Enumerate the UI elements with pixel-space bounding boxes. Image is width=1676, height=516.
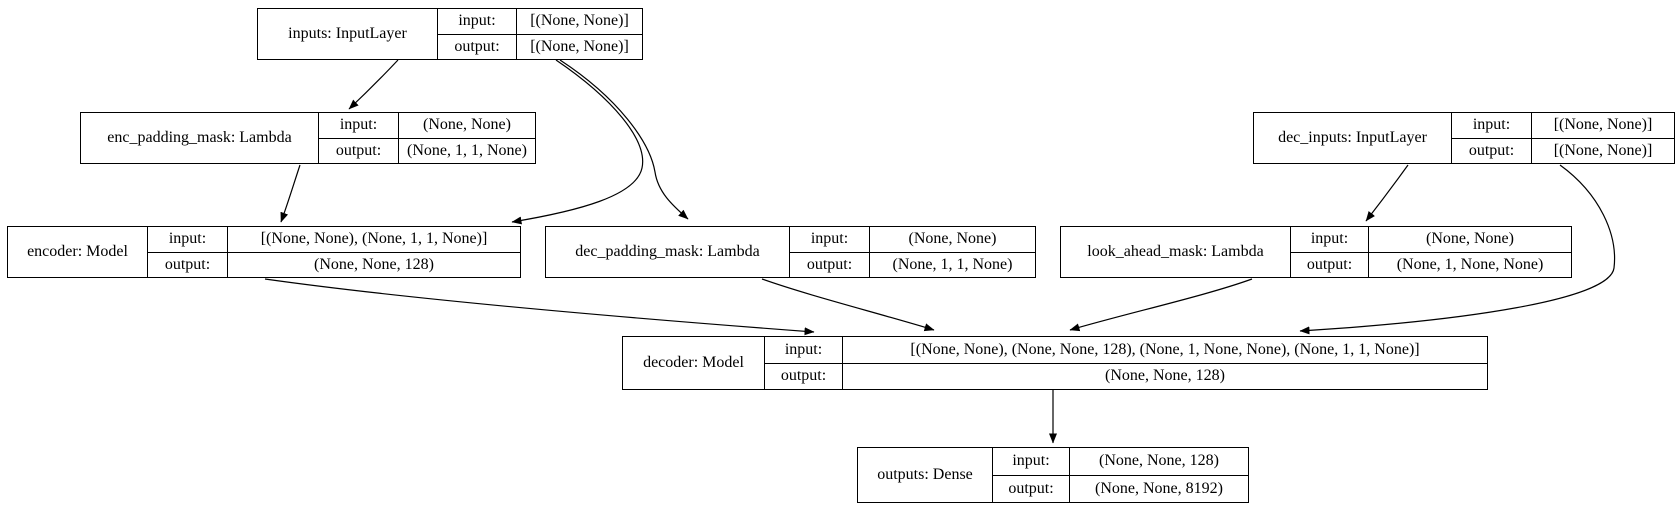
output-shape: [(None, None)] <box>530 37 629 55</box>
node-look_ahead_mask: look_ahead_mask: Lambda input: output: (… <box>1060 226 1572 278</box>
edge-dec_inputs-to-look_ahead_mask <box>1365 164 1409 222</box>
edge-inputs-to-enc_padding_mask <box>348 59 399 110</box>
input-label: input: <box>1291 227 1368 253</box>
node-title: decoder: Model <box>623 337 765 389</box>
edge-dec_inputs-to-decoder <box>1299 164 1616 335</box>
input-shape: [(None, None), (None, None, 128), (None,… <box>843 337 1487 364</box>
input-label: input: <box>993 448 1069 476</box>
edge-inputs-to-dec_padding_mask <box>559 59 689 220</box>
input-shape: (None, None) <box>399 113 535 139</box>
input-label: input: <box>319 113 398 139</box>
input-shape: (None, None, 128) <box>1070 448 1248 476</box>
output-shape: (None, 1, None, None) <box>1396 255 1544 273</box>
output-label: output: <box>806 255 853 273</box>
output-shape: (None, 1, 1, None) <box>407 141 527 159</box>
edge-encoder-to-decoder <box>264 278 815 336</box>
input-shape: [(None, None), (None, 1, 1, None)] <box>228 227 520 253</box>
input-label: input: <box>438 9 516 35</box>
edge-dec_padding_mask-to-decoder <box>761 278 935 332</box>
node-outputs: outputs: Dense input: output: (None, Non… <box>857 447 1249 503</box>
node-title: dec_inputs: InputLayer <box>1254 113 1452 163</box>
output-label: output: <box>1008 479 1054 497</box>
output-shape: (None, None, 128) <box>1105 367 1225 385</box>
input-label: input: <box>1452 113 1531 139</box>
node-title: look_ahead_mask: Lambda <box>1061 227 1291 277</box>
input-shape: [(None, None)] <box>1532 113 1674 139</box>
node-title: outputs: Dense <box>858 448 993 502</box>
input-label: input: <box>765 337 842 364</box>
edge-inputs-to-encoder <box>511 59 644 225</box>
node-decoder: decoder: Model input: output: [(None, No… <box>622 336 1488 390</box>
output-label: output: <box>335 141 382 159</box>
input-shape: [(None, None)] <box>517 9 642 35</box>
input-shape: (None, None) <box>870 227 1035 253</box>
output-label: output: <box>454 37 500 55</box>
output-label: output: <box>1306 255 1353 273</box>
input-label: input: <box>790 227 869 253</box>
node-encoder: encoder: Model input: output: [(None, No… <box>7 226 521 278</box>
node-inputs: inputs: InputLayer input: output: [(None… <box>257 8 643 60</box>
node-title: dec_padding_mask: Lambda <box>546 227 790 277</box>
edge-look_ahead_mask-to-decoder <box>1069 278 1253 332</box>
input-shape: (None, None) <box>1369 227 1571 253</box>
node-dec_inputs: dec_inputs: InputLayer input: output: [(… <box>1253 112 1675 164</box>
output-shape: (None, 1, 1, None) <box>892 255 1013 273</box>
node-title: inputs: InputLayer <box>258 9 438 59</box>
output-shape: (None, None, 8192) <box>1095 479 1223 497</box>
node-dec_padding_mask: dec_padding_mask: Lambda input: output: … <box>545 226 1036 278</box>
output-label: output: <box>1468 141 1515 159</box>
edge-enc_padding_mask-to-encoder <box>280 164 301 223</box>
output-label: output: <box>780 367 827 385</box>
node-title: enc_padding_mask: Lambda <box>81 113 319 163</box>
output-label: output: <box>164 255 211 273</box>
output-shape: [(None, None)] <box>1553 141 1653 159</box>
node-title: encoder: Model <box>8 227 148 277</box>
input-label: input: <box>148 227 227 253</box>
node-enc_padding_mask: enc_padding_mask: Lambda input: output: … <box>80 112 536 164</box>
output-shape: (None, None, 128) <box>314 255 434 273</box>
